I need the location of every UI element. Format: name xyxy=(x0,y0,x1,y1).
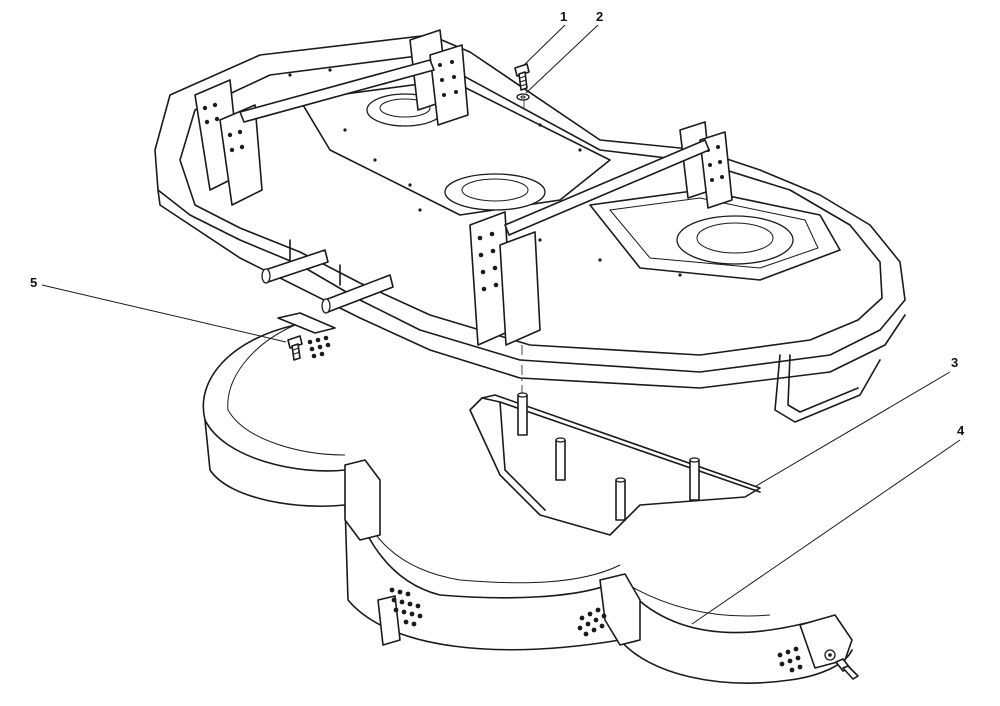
vent-holes-left xyxy=(307,335,331,359)
callout-4: 4 xyxy=(957,423,965,438)
vent-holes-right xyxy=(777,646,803,673)
callout-1: 1 xyxy=(560,9,568,24)
leader-lines xyxy=(41,24,961,625)
callout-5: 5 xyxy=(30,275,38,290)
lock-washer-part-2 xyxy=(516,93,530,101)
end-hardware xyxy=(824,649,859,680)
callout-3: 3 xyxy=(951,355,959,370)
baffle-band-part-4 xyxy=(202,312,853,684)
screw-part-5 xyxy=(287,335,303,361)
vent-holes-center-left xyxy=(389,587,423,627)
mower-deck-housing xyxy=(154,34,906,423)
baffle-plate-part-3 xyxy=(469,392,761,536)
vent-holes-center-right xyxy=(577,607,607,637)
bolt-part-1 xyxy=(514,63,530,91)
height-adjust-brackets xyxy=(194,29,733,346)
callout-2: 2 xyxy=(596,9,604,24)
